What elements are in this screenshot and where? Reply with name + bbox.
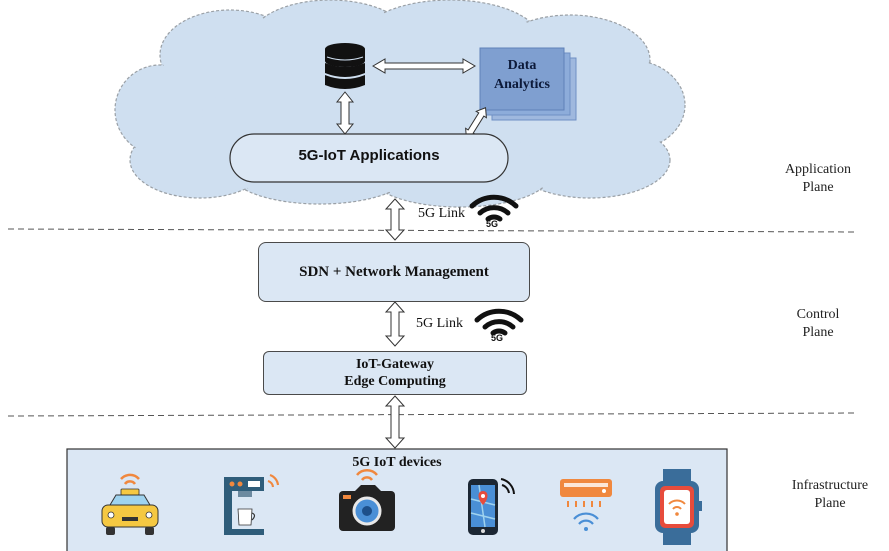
control-plane-line2: Plane [802, 325, 834, 340]
gateway-line1: IoT-Gateway [355, 357, 435, 372]
data-analytics-label: Data Analytics [480, 56, 564, 94]
devices-title: 5G IoT devices [352, 455, 442, 470]
database-icon [325, 43, 365, 89]
applications-label: 5G-IoT Applications [298, 147, 440, 164]
control-plane-label: Control Plane [768, 306, 868, 342]
wifi-badge-lower: 5G [491, 333, 504, 343]
camera-icon [339, 469, 395, 531]
coffee-machine-icon [224, 473, 280, 535]
data-analytics-icon [479, 47, 577, 121]
air-conditioner-icon [560, 479, 612, 531]
devices-panel [66, 448, 728, 551]
plane-separators [7, 228, 859, 417]
link-arrow-cloud-sdn [384, 198, 406, 241]
db-analytics-arrow [372, 58, 476, 74]
upper-link-label: 5G Link [418, 206, 466, 221]
infrastructure-plane-line1: Infrastructure [791, 478, 869, 493]
application-plane-label: Application Plane [768, 161, 868, 197]
infrastructure-plane-line2: Plane [814, 496, 846, 511]
infrastructure-plane-label: Infrastructure Plane [774, 477, 886, 513]
data-analytics-line1: Data [507, 58, 537, 73]
application-plane-line1: Application [784, 162, 852, 177]
link-arrow-gateway-devices [384, 395, 406, 449]
car-icon [101, 473, 159, 535]
sdn-box: SDN + Network Management [258, 242, 530, 302]
sdn-label: SDN + Network Management [299, 264, 489, 280]
control-plane-line1: Control [796, 307, 840, 322]
application-plane-line2: Plane [802, 180, 834, 195]
smartwatch-icon [655, 469, 702, 545]
link-arrow-sdn-gateway [384, 301, 406, 347]
data-analytics-line2: Analytics [494, 77, 550, 92]
wifi-5g-icon [469, 194, 519, 222]
smartphone-map-icon [468, 478, 515, 535]
gateway-box: IoT-Gateway Edge Computing [263, 351, 527, 395]
lower-link-label: 5G Link [416, 316, 464, 331]
gateway-line2: Edge Computing [344, 374, 446, 389]
wifi-badge-upper: 5G [486, 219, 499, 229]
applications-ellipse [229, 133, 509, 183]
wifi-5g-icon [474, 308, 524, 336]
